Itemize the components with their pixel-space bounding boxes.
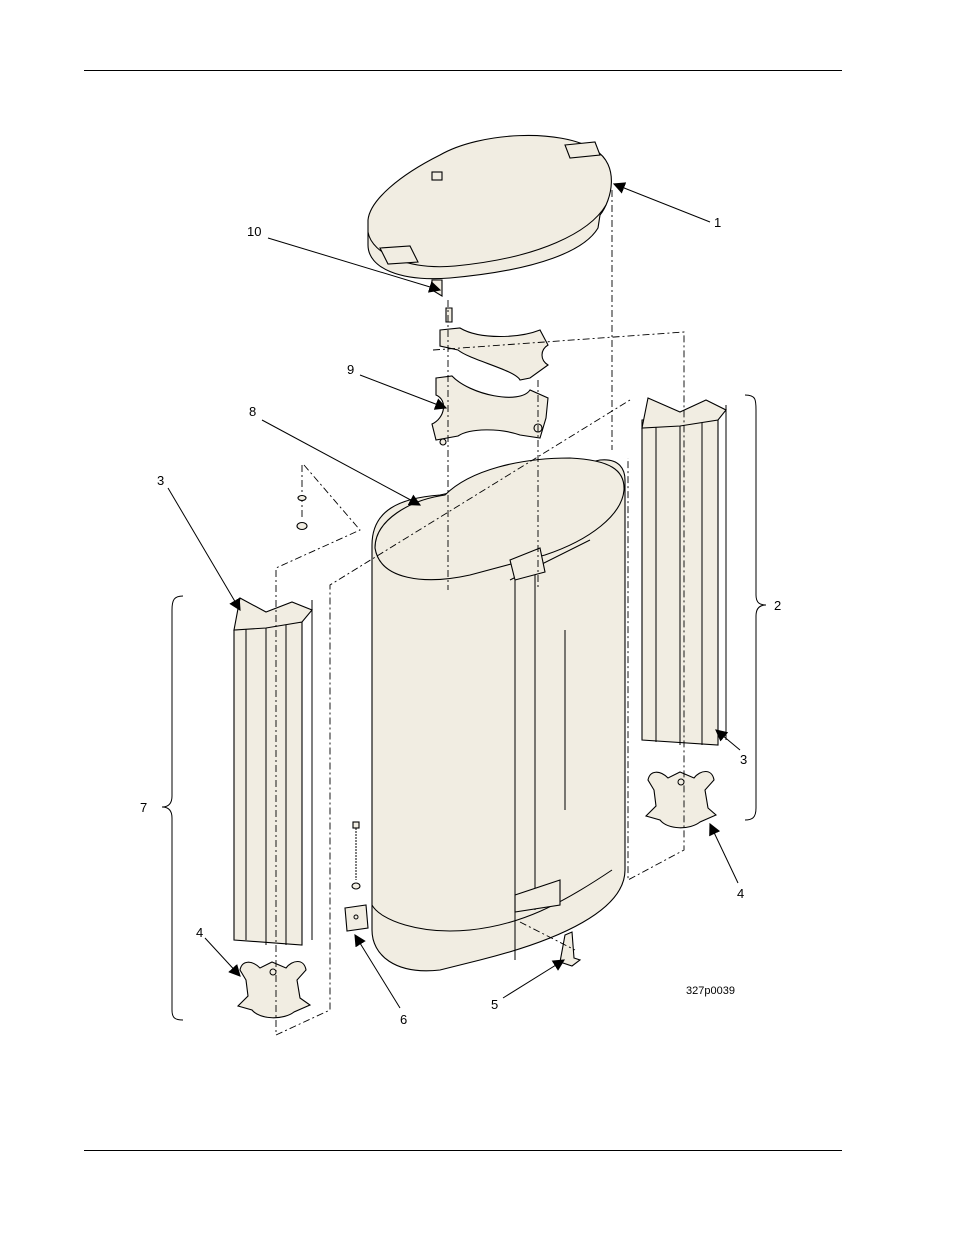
callout-7: 7 [140,800,147,815]
tank-part [372,458,625,971]
callout-3-left: 3 [157,473,164,488]
callout-4-right: 4 [737,886,744,901]
brace-left [162,596,183,1020]
callout-6: 6 [400,1012,407,1027]
callout-2: 2 [774,598,781,613]
bracket-part [432,308,548,445]
callout-9: 9 [347,362,354,377]
callout-1: 1 [714,215,721,230]
lid-part [368,135,611,296]
callout-3-right: 3 [740,752,747,767]
figure-id-label: 327p0039 [686,985,735,997]
callout-5: 5 [491,997,498,1012]
post-left-part [234,598,312,945]
callout-4-left: 4 [196,925,203,940]
brace-right [745,395,766,820]
foot-left-part [238,962,310,1018]
callout-8: 8 [249,404,256,419]
foot-right-part [646,772,716,828]
callout-10: 10 [247,224,261,239]
bolt-plate-part [345,822,368,931]
